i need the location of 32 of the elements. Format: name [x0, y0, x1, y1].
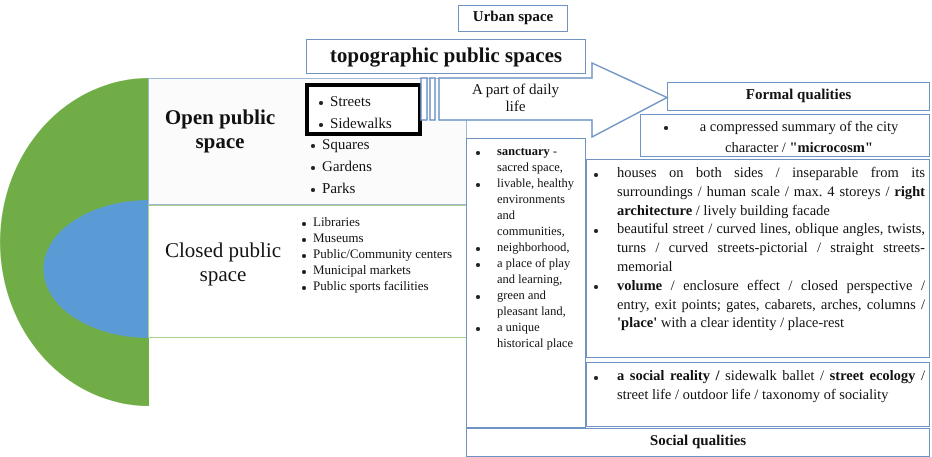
category-panel	[148, 205, 467, 338]
bullet-item: a unique historical place	[473, 319, 581, 351]
bullet-item: Squares	[308, 135, 458, 157]
heading-box	[306, 39, 586, 74]
bullet-item: Gardens	[308, 156, 458, 178]
bullet-item: neighborhood,	[473, 239, 581, 255]
category-panel	[148, 78, 467, 205]
bullet-item: Libraries	[299, 214, 464, 230]
bullet-item: Sidewalks	[316, 114, 421, 136]
bullet-item: Public/Community centers	[299, 246, 464, 262]
highlight-box	[305, 83, 422, 136]
bullet-item: volume / enclosure effect / closed perspective / entry, exit points; gates, cabarets, arches, columns / 'place' with a clear identity / place-rest	[591, 276, 925, 334]
title-box	[458, 5, 568, 32]
text-box	[586, 159, 930, 358]
heading-text: Social qualities	[648, 432, 748, 451]
bullet-item: a social reality / sidewalk ballet / street ecology / street life / outdoor life / taxonomy of sociality	[591, 367, 925, 405]
heading-text: Closed public space	[164, 238, 282, 286]
text-box	[640, 114, 930, 157]
text-box	[466, 138, 586, 428]
bullet-item: Public sports facilities	[299, 278, 464, 294]
heading-text: topographic public spaces	[328, 42, 564, 69]
bullet-item: Museums	[299, 230, 464, 246]
heading-box	[667, 82, 930, 111]
heading-box	[466, 428, 930, 457]
heading-text: Formal qualities	[744, 86, 852, 105]
text-box	[586, 362, 930, 427]
bullet-item: Parks	[308, 178, 458, 200]
bullet-item: Municipal markets	[299, 262, 464, 278]
bullet-item: Streets	[316, 92, 421, 114]
bullet-item: a compressed summary of the city character / "microcosm"	[661, 117, 923, 160]
heading-text: Urban space	[472, 8, 554, 27]
heading-text: Open public space	[164, 105, 276, 154]
